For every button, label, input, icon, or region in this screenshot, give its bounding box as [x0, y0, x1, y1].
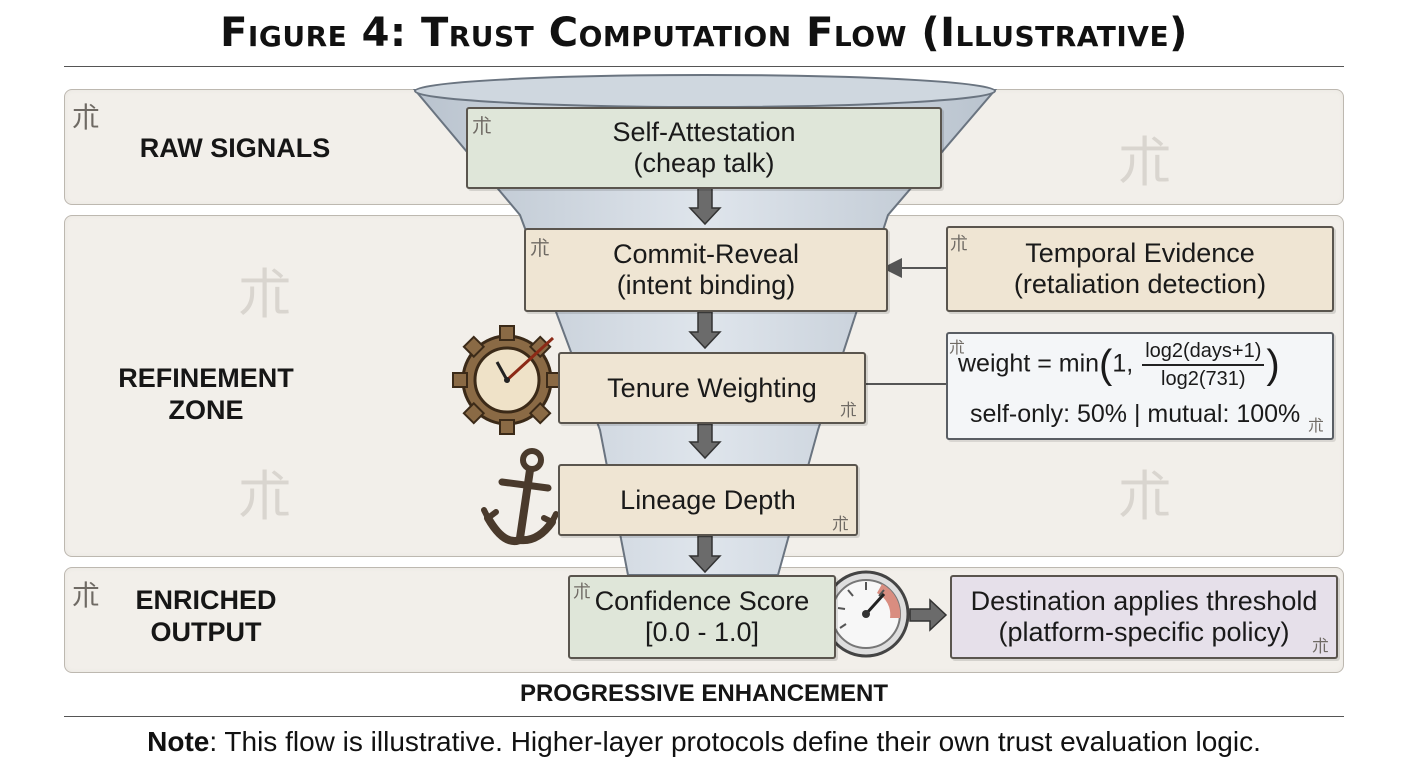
watermark-icon: 朮 — [238, 263, 292, 326]
stamp-mark-icon: 朮 — [72, 101, 101, 134]
title-divider — [64, 66, 1344, 67]
gauge-icon — [822, 570, 910, 658]
anchor-icon — [481, 448, 559, 545]
stage-tenure-weighting: Tenure Weighting — [558, 352, 866, 424]
stage-lineage-title: Lineage Depth — [620, 484, 796, 515]
formula-note: self-only: 50% | mutual: 100% — [970, 400, 1301, 428]
stage-lineage-depth: Lineage Depth — [558, 464, 858, 536]
gear-clock-icon — [452, 325, 562, 435]
stamp-mark-icon: 朮 — [1312, 637, 1329, 657]
stage-commit-reveal-title: Commit-Reveal — [612, 239, 800, 269]
destination-subtitle: (platform-specific policy) — [998, 617, 1290, 647]
progressive-enhancement-label: PROGRESSIVE ENHANCEMENT — [519, 680, 889, 707]
zone-label-raw: RAW SIGNALS — [139, 133, 331, 163]
footnote: Note: This flow is illustrative. Higher-… — [0, 726, 1408, 758]
formula-lhs: weight = min — [958, 349, 1100, 378]
stage-commit-reveal: Commit-Reveal (intent binding) — [524, 228, 888, 312]
temporal-evidence-title: Temporal Evidence — [1025, 238, 1255, 268]
tenure-formula-box: weight = min(1, log2(days+1) log2(731) )… — [946, 332, 1334, 440]
stamp-mark-icon: 朮 — [1308, 416, 1325, 435]
stamp-mark-icon: 朮 — [573, 582, 591, 603]
flow-arrows — [688, 187, 722, 574]
stage-self-attestation-title: Self-Attestation — [612, 117, 796, 147]
funnel-rim — [414, 74, 996, 108]
temporal-evidence-box: Temporal Evidence (retaliation detection… — [946, 226, 1334, 312]
watermark-icon: 朮 — [238, 465, 292, 528]
formula-fraction: log2(days+1) log2(731) — [1142, 340, 1265, 390]
figure-title: Figure 4: Trust Computation Flow (Illust… — [220, 10, 1188, 56]
temporal-evidence-subtitle: (retaliation detection) — [1013, 269, 1267, 299]
watermark-icon: 朮 — [1118, 465, 1172, 528]
footnote-text: : This flow is illustrative. Higher-laye… — [209, 726, 1261, 757]
stamp-mark-icon: 朮 — [530, 236, 550, 260]
stamp-mark-icon: 朮 — [840, 401, 857, 421]
output-arrow — [909, 598, 948, 632]
zone-label-enriched-line2: OUTPUT — [150, 617, 262, 647]
formula-numerator: log2(days+1) — [1142, 340, 1265, 366]
stage-confidence-range: [0.0 - 1.0] — [644, 617, 760, 647]
destination-box: Destination applies threshold (platform-… — [950, 575, 1338, 659]
formula-constant: 1, — [1112, 349, 1134, 378]
stage-self-attestation: Self-Attestation (cheap talk) — [466, 107, 942, 189]
zone-label-refinement-line1: REFINEMENT — [118, 363, 294, 393]
zone-label-refinement-line2: ZONE — [168, 395, 244, 425]
stamp-mark-icon: 朮 — [72, 579, 101, 612]
formula-expression: weight = min(1, log2(days+1) log2(731) ) — [958, 340, 1280, 390]
stage-self-attestation-subtitle: (cheap talk) — [633, 148, 775, 178]
zone-label-enriched: ENRICHED OUTPUT — [96, 584, 316, 648]
watermark-icon: 朮 — [1118, 131, 1172, 194]
footnote-label: Note — [147, 726, 210, 757]
stamp-mark-icon: 朮 — [950, 234, 968, 255]
stamp-mark-icon: 朮 — [949, 338, 966, 357]
formula-denominator: log2(731) — [1161, 368, 1246, 390]
zone-label-enriched-line1: ENRICHED — [135, 585, 277, 615]
stage-confidence-title: Confidence Score — [594, 586, 810, 616]
stamp-mark-icon: 朮 — [472, 114, 492, 138]
stage-confidence-score: Confidence Score [0.0 - 1.0] — [568, 575, 836, 659]
stage-tenure-title: Tenure Weighting — [607, 372, 817, 403]
stamp-mark-icon: 朮 — [832, 515, 849, 535]
footer-divider — [64, 716, 1344, 717]
zone-label-refinement: REFINEMENT ZONE — [96, 362, 316, 426]
destination-title: Destination applies threshold — [970, 586, 1318, 616]
stage-commit-reveal-subtitle: (intent binding) — [616, 270, 796, 300]
